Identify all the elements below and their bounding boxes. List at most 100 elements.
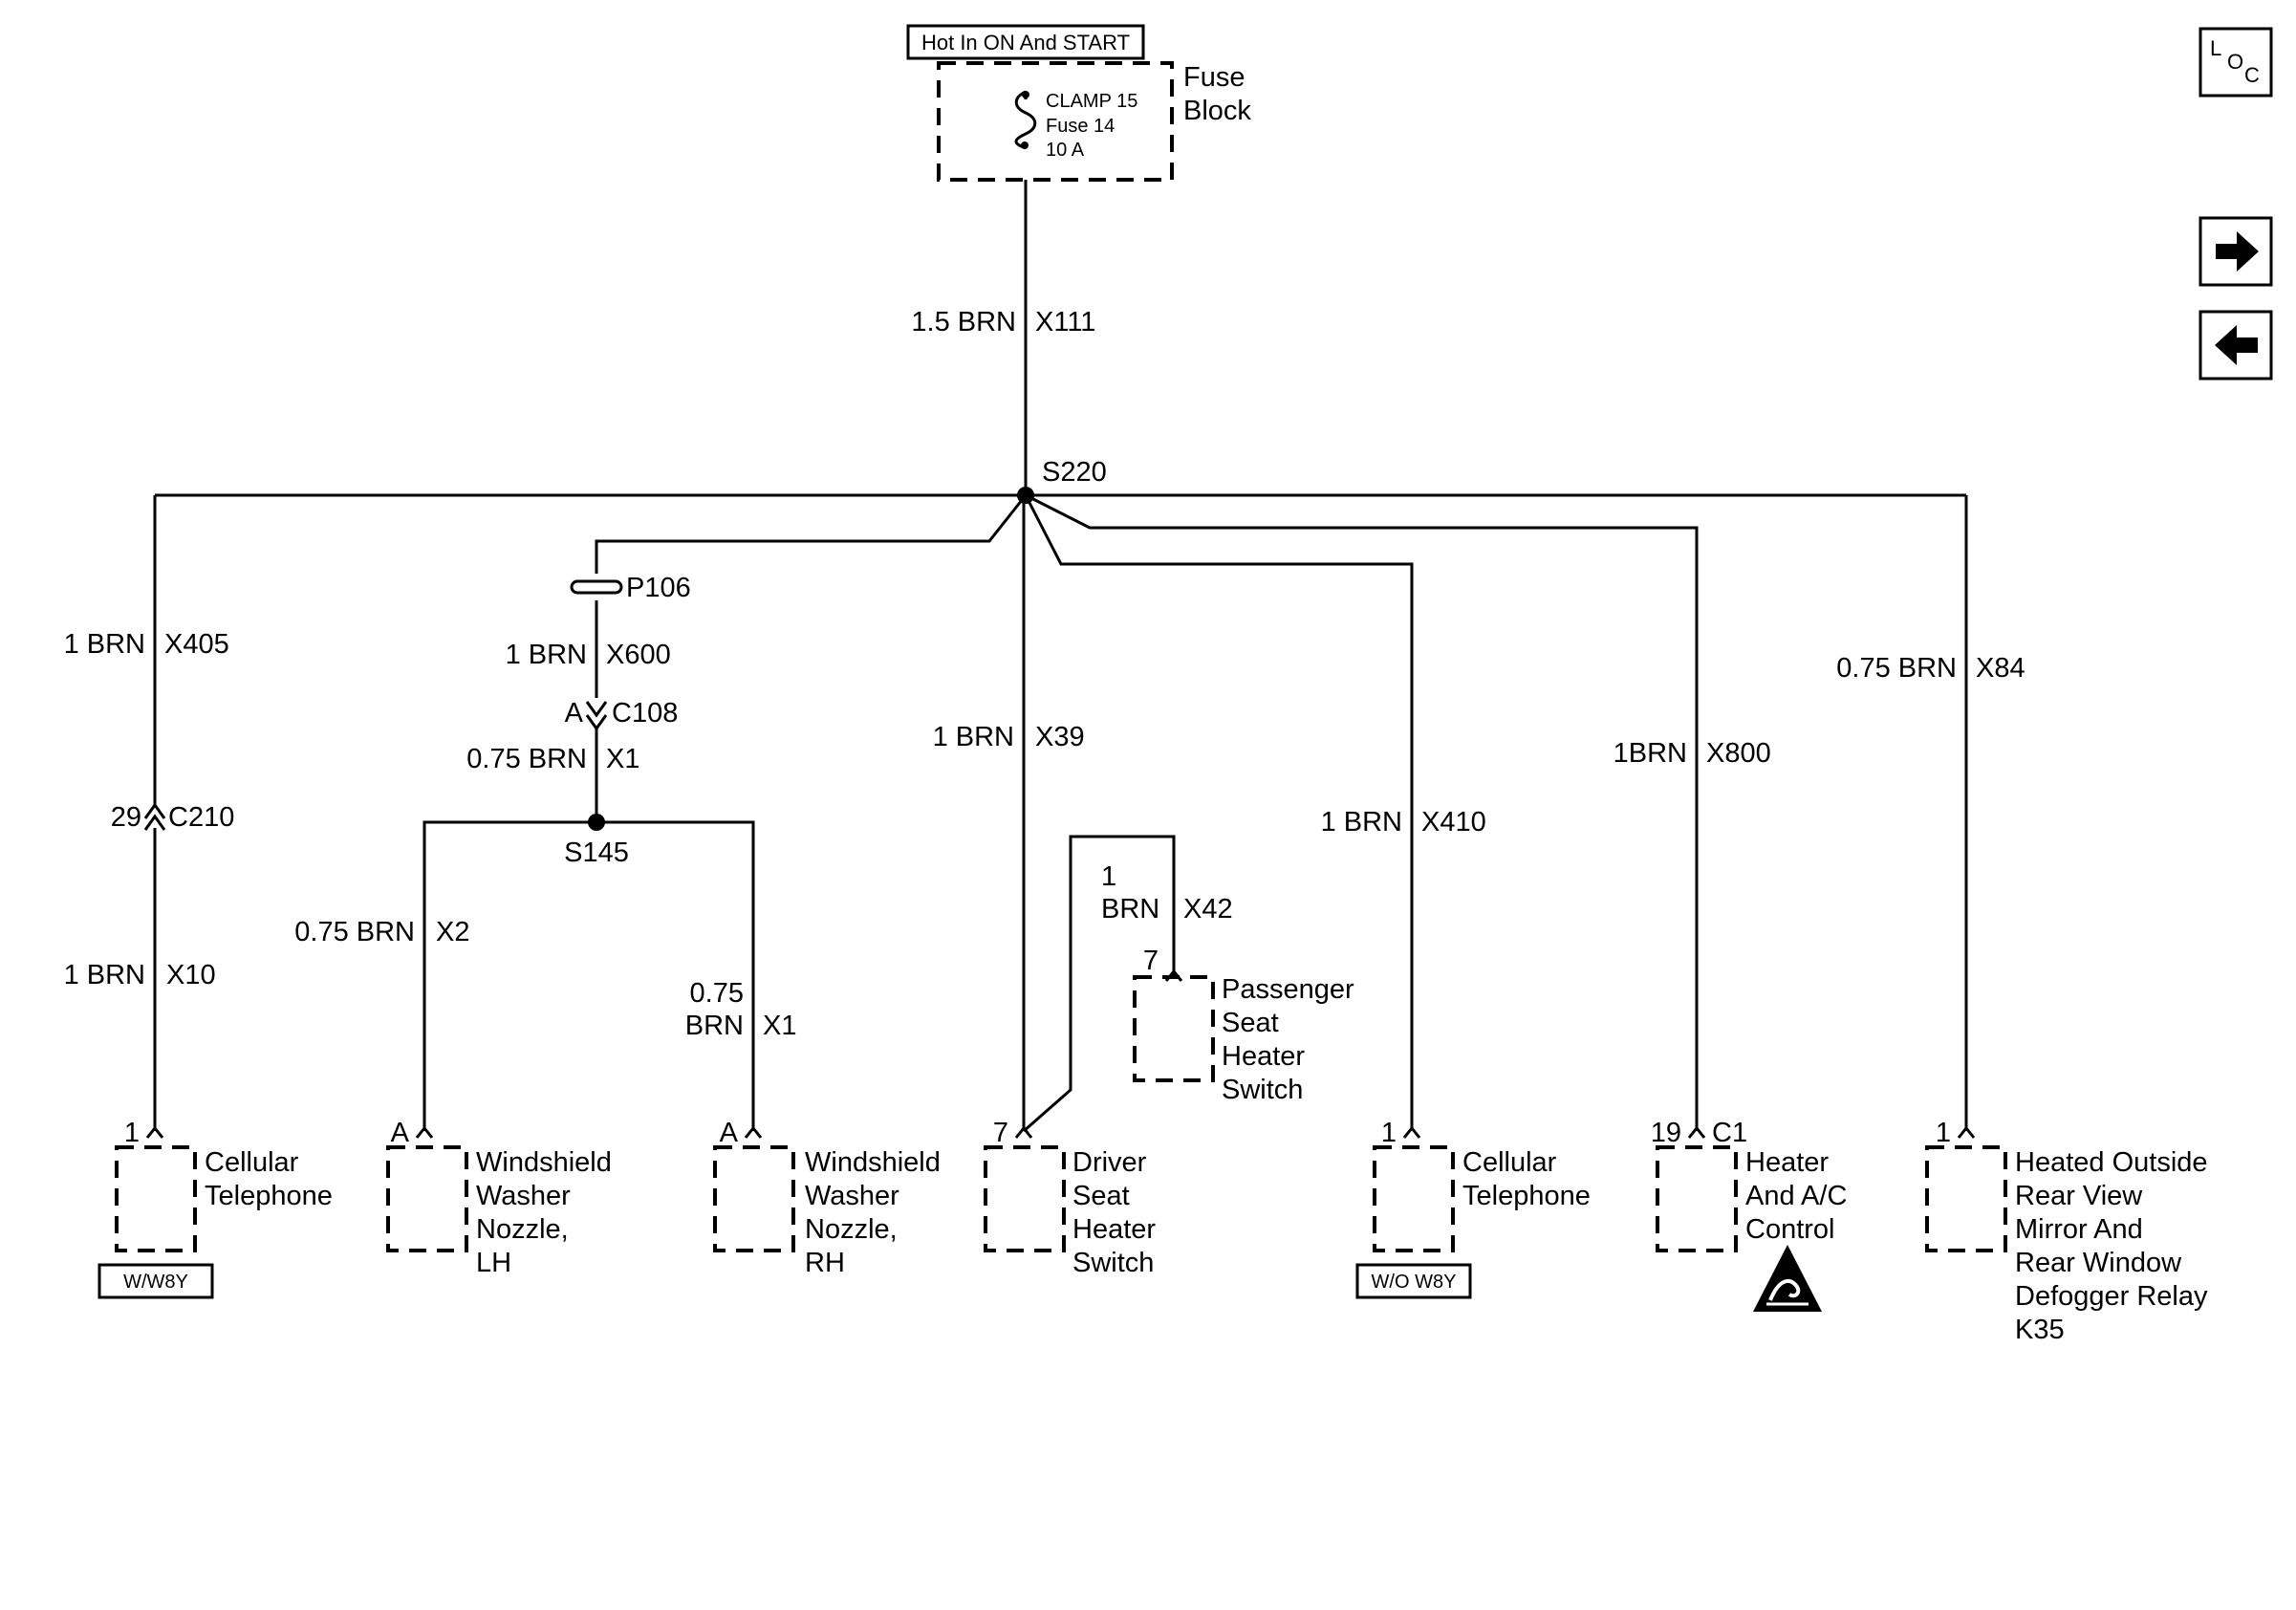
wire-x39-size: 1 BRN [933, 722, 1014, 752]
previous-page-button[interactable] [2199, 310, 2273, 381]
component-cellular-telephone-wo-w8y: 1 Cellular Telephone W/O W8Y [1355, 1118, 1591, 1299]
wire-x84-id: X84 [1976, 653, 2025, 684]
wire-x84-size: 0.75 BRN [1836, 653, 1957, 684]
wire-x1-lower-id: X1 [763, 1011, 796, 1041]
hot-in-on-start-box [906, 24, 1145, 60]
esd-warning-icon [1753, 1245, 1822, 1312]
c210-bottom-chevron [143, 814, 166, 831]
pin-label: 7 [993, 1118, 1008, 1148]
component-label-6: K35 [2015, 1315, 2065, 1345]
loc-letter-l: L [2210, 36, 2221, 60]
fuse-block-label-1: Fuse [1183, 62, 1245, 93]
wire-x111-size: 1.5 BRN [911, 307, 1016, 337]
component-cellular-telephone-w-w8y: 1 Cellular Telephone W/W8Y [97, 1118, 333, 1299]
wire-x600-size: 1 BRN [506, 640, 587, 670]
arrow-right-icon [2216, 231, 2259, 272]
component-label-3: Heater [1072, 1214, 1156, 1245]
component-washer-nozzle-lh: A Windshield Washer Nozzle, LH [386, 1118, 612, 1278]
wire-x405-size: 1 BRN [64, 629, 145, 660]
pin-label: 1 [1381, 1118, 1397, 1148]
component-label-1: Heater [1745, 1147, 1829, 1178]
component-label-2: Washer [476, 1181, 571, 1211]
component-label-4: Rear Window [2015, 1248, 2182, 1278]
nav-buttons: L O C [2199, 27, 2273, 381]
component-label-3: Nozzle, [476, 1214, 569, 1245]
option-tag-box [97, 1263, 214, 1299]
wire-x42-id: X42 [1183, 894, 1233, 925]
component-box [1925, 1145, 2007, 1252]
component-box [386, 1145, 468, 1252]
wire-x10-size: 1 BRN [64, 960, 145, 990]
c108-label: C108 [612, 698, 678, 729]
fuse-block-label-2: Block [1183, 96, 1251, 126]
component-label-1: Windshield [805, 1147, 941, 1178]
splice-s145 [588, 814, 605, 831]
p106-label: P106 [626, 573, 691, 603]
component-label-4: Switch [1222, 1075, 1303, 1105]
wire-x1-upper-size: 0.75 BRN [466, 744, 587, 774]
wire-x42 [1023, 835, 1176, 1133]
component-label-3: Mirror And [2015, 1214, 2143, 1245]
wire-x1-lower-size-1: 0.75 [690, 978, 744, 1009]
fuse-rating-label: 10 A [1046, 140, 1085, 161]
c108-pin: A [565, 698, 584, 729]
pin-label: 19 [1651, 1118, 1681, 1148]
wire-x600-id: X600 [606, 640, 671, 670]
component-washer-nozzle-rh: A Windshield Washer Nozzle, RH [713, 1118, 941, 1278]
component-label-4: RH [805, 1248, 845, 1278]
component-label-3: Nozzle, [805, 1214, 898, 1245]
component-label-2: Washer [805, 1181, 899, 1211]
wire-x39-id: X39 [1035, 722, 1085, 752]
wire-x800-id: X800 [1706, 738, 1771, 769]
component-label-2: Seat [1072, 1181, 1130, 1211]
component-label-1: Driver [1072, 1147, 1147, 1178]
wire-x42-size-1: 1 [1101, 861, 1116, 892]
c210-top-chevron [143, 802, 166, 819]
pin-label: A [391, 1118, 410, 1148]
fuse-terminal-top [1022, 91, 1029, 98]
component-box [1656, 1145, 1738, 1252]
component-box [115, 1145, 197, 1252]
fuse-number-label: Fuse 14 [1046, 116, 1115, 137]
component-label-4: LH [476, 1248, 511, 1278]
component-label-1: Cellular [1462, 1147, 1557, 1178]
component-label-4: Switch [1072, 1248, 1154, 1278]
terminal [415, 1125, 434, 1139]
component-box [984, 1145, 1066, 1252]
next-page-button[interactable] [2199, 216, 2273, 287]
c108-top-chevron [585, 701, 608, 718]
passthrough-p106 [570, 579, 623, 595]
component-label-5: Defogger Relay [2015, 1281, 2208, 1312]
component-box [713, 1145, 795, 1252]
c210-pin: 29 [111, 802, 141, 833]
component-label-2: And A/C [1745, 1181, 1847, 1211]
pin-label: 1 [124, 1118, 140, 1148]
loc-letter-o: O [2227, 50, 2243, 74]
component-label-1: Cellular [205, 1147, 299, 1178]
terminal [1687, 1125, 1706, 1139]
component-label-2: Telephone [1462, 1181, 1591, 1211]
terminal [1957, 1125, 1976, 1139]
terminal [744, 1125, 763, 1139]
component-heater-ac-control: 19 C1 Heater And A/C Control [1651, 1118, 1847, 1312]
wire-x410-id: X410 [1421, 807, 1486, 838]
component-label-1: Heated Outside [2015, 1147, 2208, 1178]
loc-button[interactable]: L O C [2199, 27, 2273, 98]
component-box [1133, 975, 1215, 1082]
branch-to-p106 [595, 494, 1028, 574]
connector-label: C1 [1712, 1118, 1747, 1148]
component-passenger-seat-heater-switch: 7 Passenger Seat Heater Switch [1133, 946, 1354, 1105]
wire-x800-size: 1BRN [1614, 738, 1687, 769]
component-label-3: Control [1745, 1214, 1835, 1245]
hot-in-label: Hot In ON And START [921, 31, 1130, 54]
pin-label: 7 [1143, 946, 1159, 976]
option-tag: W/O W8Y [1372, 1272, 1457, 1293]
c210-label: C210 [168, 802, 234, 833]
option-tag-box [1355, 1263, 1472, 1299]
power-source: Hot In ON And START Fuse Block CLAMP 15 … [906, 24, 1251, 182]
component-label-2: Rear View [2015, 1181, 2143, 1211]
component-label-2: Telephone [205, 1181, 333, 1211]
loc-letter-c: C [2244, 63, 2260, 87]
wire-x405-id: X405 [164, 629, 229, 660]
terminal [1402, 1125, 1421, 1139]
